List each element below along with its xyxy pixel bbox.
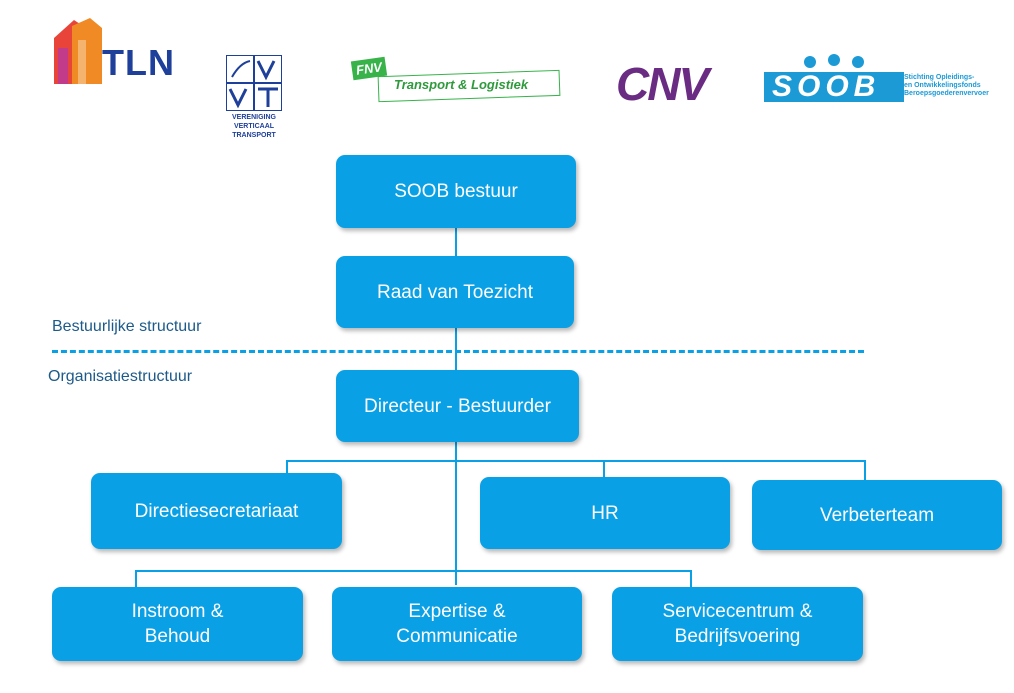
box-secretariat: Directiesecretariaat: [91, 473, 342, 549]
box-hr: HR: [480, 477, 730, 549]
vvt-logo: VERENIGING VERTICAAL TRANSPORT: [222, 55, 292, 150]
cnv-logo: CNV: [612, 55, 717, 110]
box-intake: Instroom & Behoud: [52, 587, 303, 661]
connector-rvt-director: [455, 328, 457, 370]
tln-letters: TLN: [102, 42, 175, 83]
fnv-text: Transport & Logistiek: [394, 77, 529, 92]
connector-director-trunk: [455, 442, 457, 585]
fnv-logo: FNV Transport & Logistiek: [350, 55, 562, 105]
structure-divider: [52, 350, 864, 353]
governance-structure-label: Bestuurlijke structuur: [52, 318, 202, 335]
soob-text: SOOB: [772, 70, 881, 103]
box-director: Directeur - Bestuurder: [336, 370, 579, 442]
connector-hr: [603, 460, 605, 477]
connector-secretariat: [286, 460, 288, 473]
tln-logo: TLN: [52, 18, 174, 86]
connector-service: [690, 570, 692, 587]
box-supervisory-board: Raad van Toezicht: [336, 256, 574, 328]
soob-logo: SOOB Stichting Opleidings- en Ontwikkeli…: [764, 54, 996, 104]
tln-logo-mark: [54, 18, 102, 84]
vvt-subtitle: VERENIGING VERTICAAL TRANSPORT: [232, 114, 276, 139]
vvt-emblem: [226, 55, 282, 111]
box-verbeterteam: Verbeterteam: [752, 480, 1002, 550]
box-service: Servicecentrum & Bedrijfsvoering: [612, 587, 863, 661]
soob-subtitle: Stichting Opleidings- en Ontwikkelingsfo…: [904, 74, 989, 97]
cnv-text: CNV: [616, 58, 709, 110]
connector-level1-bar: [286, 460, 866, 462]
soob-badge: [764, 54, 904, 102]
connector-level2-bar: [135, 570, 692, 572]
organisation-structure-label: Organisatiestructuur: [48, 368, 193, 385]
connector-board-rvt: [455, 228, 457, 256]
connector-verbeterteam: [864, 460, 866, 480]
box-soob-board: SOOB bestuur: [336, 155, 576, 228]
box-expertise: Expertise & Communicatie: [332, 587, 582, 661]
connector-intake: [135, 570, 137, 587]
